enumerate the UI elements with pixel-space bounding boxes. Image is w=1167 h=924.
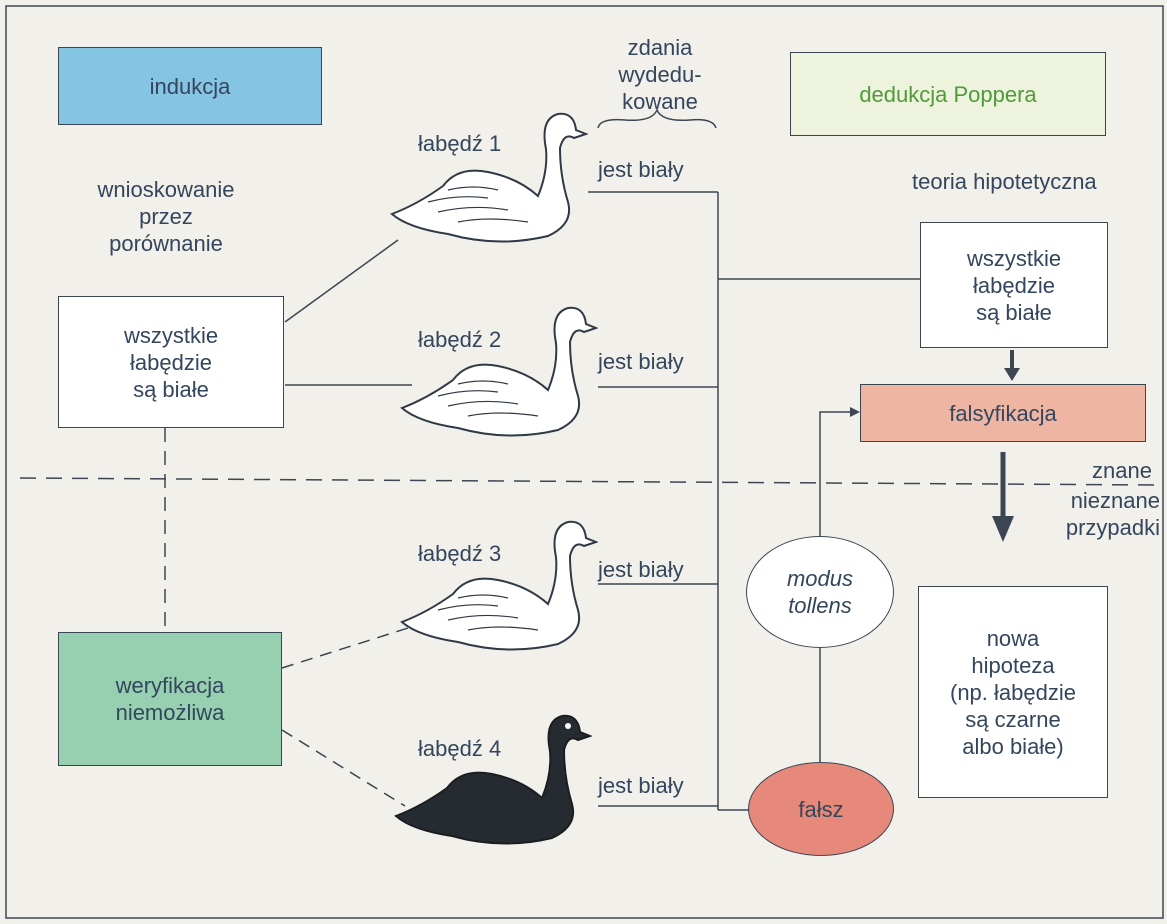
- swan-1-icon: [390, 112, 588, 243]
- induction-subtitle: wnioskowanie przez porównanie: [97, 177, 235, 256]
- swan-2-icon: [400, 306, 598, 437]
- arrow-to-falsification: [819, 407, 860, 536]
- swan-1-label: łabędź 1: [418, 131, 502, 156]
- swan-1-statement: jest biały: [598, 157, 684, 182]
- modus-tollens-ellipse: modus tollens: [746, 536, 894, 648]
- falsification-box: falsyfikacja: [860, 384, 1146, 442]
- known-unknown-divider: [19, 477, 1156, 486]
- induction-hypothesis-text: wszystkie łabędzie są białe: [123, 322, 219, 402]
- deduced-statements-label: zdania wydedu- kowane: [618, 35, 702, 114]
- frame: [5, 5, 1164, 919]
- link-swan4: [281, 729, 406, 807]
- theory-hypothesis-text: wszystkie łabędzie są białe: [966, 245, 1062, 325]
- falsification-text: falsyfikacja: [949, 400, 1057, 426]
- new-hypothesis-text: nowa hipoteza (np. łabędzie są czarne al…: [950, 625, 1076, 759]
- theory-subtitle: teoria hipotetyczna: [912, 169, 1097, 194]
- unknown-label: nieznane przypadki: [1065, 488, 1160, 540]
- swan-4-icon: [394, 714, 592, 845]
- new-hypothesis-box: nowa hipoteza (np. łabędzie są czarne al…: [918, 586, 1108, 798]
- known-label: znane: [1092, 458, 1152, 483]
- swan-4-statement: jest biały: [598, 773, 684, 798]
- swan-4-label: łabędź 4: [418, 736, 502, 761]
- swan-3-icon: [400, 520, 598, 651]
- link-swan1: [284, 239, 399, 323]
- deduction-header: dedukcja Poppera: [790, 52, 1106, 136]
- induction-hypothesis-box: wszystkie łabędzie są białe: [58, 296, 284, 428]
- deduction-header-label: dedukcja Poppera: [859, 81, 1037, 107]
- link-swan3: [281, 627, 409, 669]
- swan-3-label: łabędź 3: [418, 541, 502, 566]
- verification-text: weryfikacja niemożliwa: [115, 673, 225, 725]
- induction-header-label: indukcja: [149, 73, 231, 99]
- modus-tollens-text: modus tollens: [786, 566, 854, 618]
- false-text: fałsz: [798, 796, 844, 822]
- brace: [597, 108, 717, 129]
- swan-2-statement: jest biały: [598, 349, 684, 374]
- theory-hypothesis-box: wszystkie łabędzie są białe: [920, 222, 1108, 348]
- false-ellipse: fałsz: [748, 762, 894, 856]
- swan-2-label: łabędź 2: [418, 327, 502, 352]
- induction-header: indukcja: [58, 47, 322, 125]
- verification-box: weryfikacja niemożliwa: [58, 632, 282, 766]
- swan-3-statement: jest biały: [598, 557, 684, 582]
